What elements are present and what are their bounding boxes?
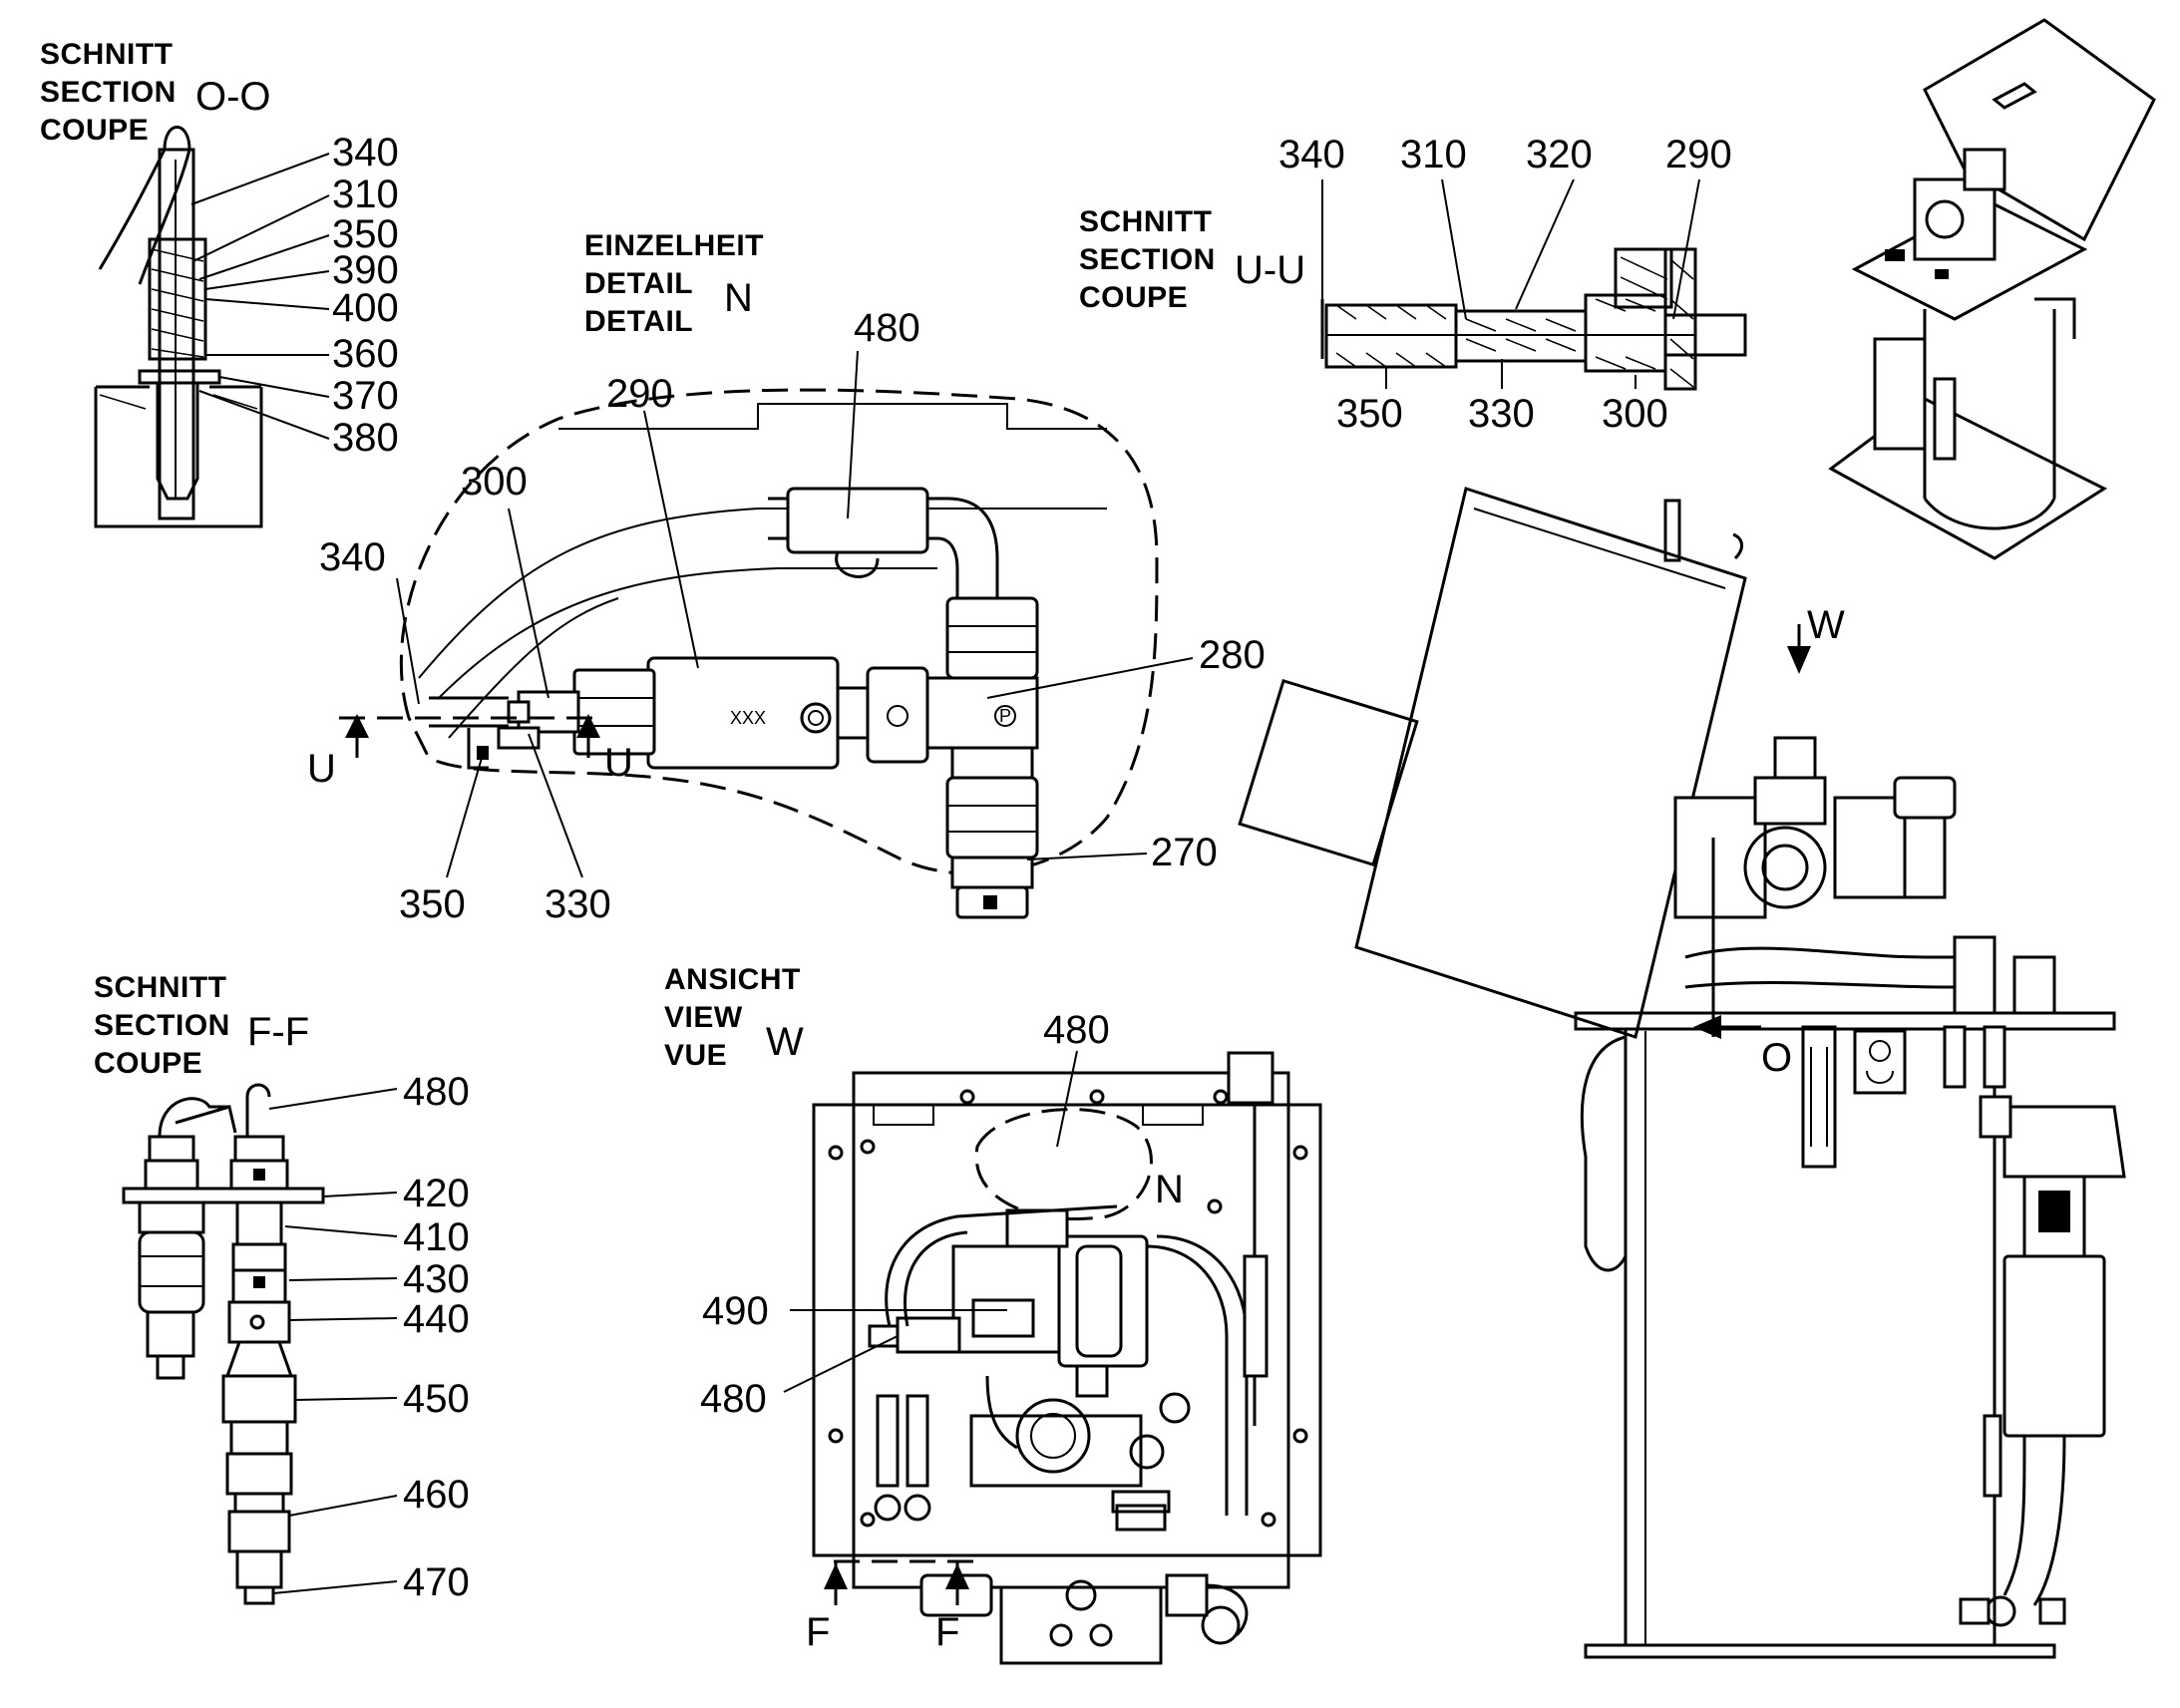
callout-uu-310: 310 <box>1400 133 1467 176</box>
section-oo-header-fr: COUPE <box>40 114 149 147</box>
view-w-header-de: ANSICHT <box>664 963 801 996</box>
section-oo-group: SCHNITT SECTION COUPE O-O <box>40 38 399 528</box>
callout-uu-330: 330 <box>1468 392 1535 436</box>
section-oo-drawing <box>94 126 263 528</box>
callout-n-330: 330 <box>545 882 611 926</box>
callout-ff-410: 410 <box>403 1215 470 1259</box>
callout-w-480-left: 480 <box>700 1377 767 1421</box>
detail-n-callout-leaders <box>396 350 1194 878</box>
view-w-drawing <box>812 1051 1322 1665</box>
view-arrow-w <box>1787 624 1811 674</box>
callout-uu-300: 300 <box>1602 392 1668 436</box>
section-uu-group: SCHNITT SECTION COUPE U-U <box>1079 133 1747 436</box>
callout-uu-290: 290 <box>1665 133 1732 176</box>
callout-n-340: 340 <box>319 535 386 579</box>
section-oo-header-de: SCHNITT <box>40 38 174 71</box>
callout-n-480: 480 <box>854 306 920 350</box>
section-ff-drawing <box>122 1083 325 1605</box>
section-arrow-o <box>1693 838 1761 1039</box>
isometric-unit-view <box>1828 18 2156 560</box>
callout-n-280: 280 <box>1199 633 1266 677</box>
main-lid <box>1354 487 1747 1039</box>
callout-oo-360: 360 <box>332 332 399 376</box>
detail-n-marker: N <box>724 276 753 320</box>
section-oo-marker: O-O <box>195 75 271 119</box>
cut-line-uu <box>339 714 600 758</box>
callout-w-490: 490 <box>702 1289 769 1333</box>
view-w-callout-leaders <box>783 1050 1078 1393</box>
detail-n-header-de: EINZELHEIT <box>584 229 764 262</box>
view-w-marker: W <box>766 1020 804 1064</box>
section-arrow-o-label: O <box>1761 1036 1792 1080</box>
callout-oo-390: 390 <box>332 248 399 292</box>
callout-uu-320: 320 <box>1526 133 1593 176</box>
cut-label-f-right: F <box>935 1610 959 1654</box>
detail-n-boundary <box>399 388 1159 875</box>
section-oo-callout-leaders <box>190 153 330 440</box>
callout-w-480-top: 480 <box>1043 1008 1110 1052</box>
callout-uu-350: 350 <box>1336 392 1403 436</box>
view-w-detail-n-marker: N <box>1155 1168 1184 1211</box>
callout-oo-370: 370 <box>332 374 399 418</box>
main-side-view <box>1238 487 2126 1659</box>
view-w-header-en: VIEW <box>664 1001 743 1034</box>
section-uu-marker: U-U <box>1235 248 1305 292</box>
detail-n-header-fr: DETAIL <box>584 305 693 338</box>
detail-n-drawing: XXX P <box>418 403 1107 919</box>
section-ff-group: SCHNITT SECTION COUPE F-F <box>94 971 470 1605</box>
callout-n-290: 290 <box>606 372 673 416</box>
callout-uu-340: 340 <box>1278 133 1345 176</box>
section-uu-header-en: SECTION <box>1079 243 1216 276</box>
view-arrow-w-label: W <box>1807 603 1845 647</box>
cut-label-u-left: U <box>307 747 336 791</box>
section-ff-header-fr: COUPE <box>94 1047 202 1080</box>
section-uu-header-fr: COUPE <box>1079 281 1188 314</box>
section-uu-header-de: SCHNITT <box>1079 205 1213 238</box>
callout-ff-470: 470 <box>403 1560 470 1604</box>
section-oo-header-en: SECTION <box>40 76 177 109</box>
section-ff-callout-leaders <box>268 1088 398 1594</box>
callout-oo-380: 380 <box>332 416 399 460</box>
callout-oo-310: 310 <box>332 172 399 216</box>
callout-ff-480: 480 <box>403 1070 470 1114</box>
section-ff-header-en: SECTION <box>94 1009 230 1042</box>
callout-n-300: 300 <box>461 460 528 504</box>
callout-oo-350: 350 <box>332 212 399 256</box>
section-ff-header-de: SCHNITT <box>94 971 227 1004</box>
view-w-group: ANSICHT VIEW VUE W <box>664 963 1322 1665</box>
view-w-header-fr: VUE <box>664 1039 727 1072</box>
cut-label-u-right: U <box>604 741 633 785</box>
callout-oo-400: 400 <box>332 286 399 330</box>
tee-280-letter-p: P <box>999 706 1011 726</box>
callout-ff-460: 460 <box>403 1473 470 1517</box>
detail-n-header-en: DETAIL <box>584 267 693 300</box>
callout-n-270: 270 <box>1151 831 1218 874</box>
callout-oo-340: 340 <box>332 131 399 174</box>
section-uu-callout-leaders <box>1321 178 1700 389</box>
callout-ff-420: 420 <box>403 1172 470 1215</box>
callout-ff-430: 430 <box>403 1257 470 1301</box>
fitting-290-marking: XXX <box>730 708 766 728</box>
section-ff-marker: F-F <box>247 1010 309 1054</box>
callout-ff-440: 440 <box>403 1297 470 1341</box>
cut-label-f-left: F <box>806 1610 830 1654</box>
detail-n-group: EINZELHEIT DETAIL DETAIL N XXX <box>307 229 1266 926</box>
cut-line-ff <box>824 1559 977 1605</box>
callout-n-350: 350 <box>399 882 466 926</box>
callout-ff-450: 450 <box>403 1377 470 1421</box>
section-uu-drawing <box>1320 247 1747 391</box>
